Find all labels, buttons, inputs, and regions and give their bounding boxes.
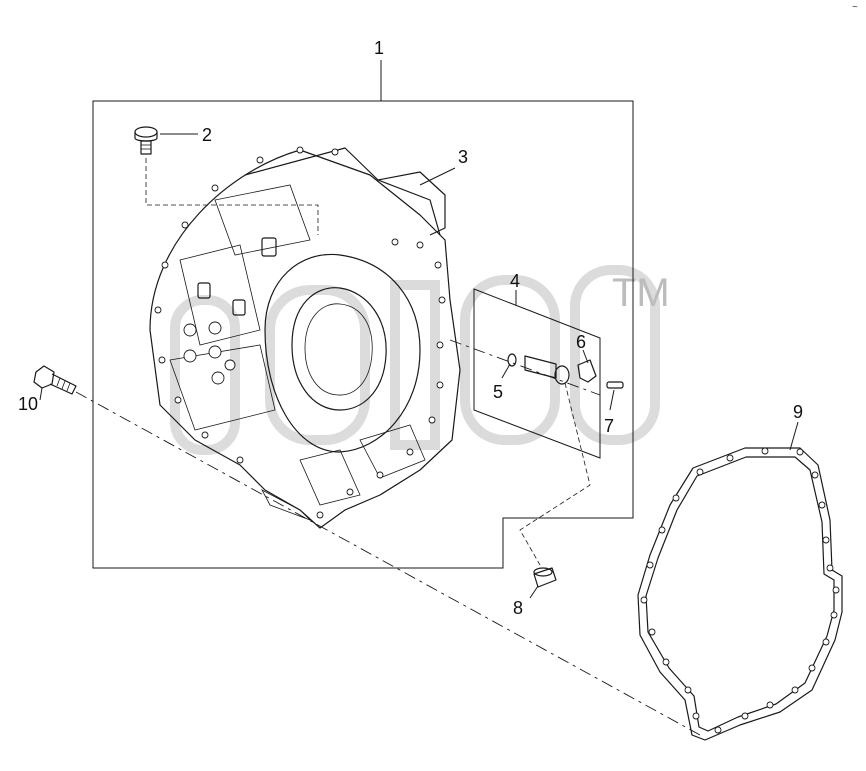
callout-9: 9 <box>793 402 803 422</box>
leader-10 <box>39 387 43 401</box>
guide-8 <box>519 382 591 566</box>
leader-6 <box>582 349 589 364</box>
sensor-centerline <box>449 339 601 396</box>
cap-part <box>533 567 557 588</box>
leader-9 <box>789 421 799 451</box>
callout-8: 8 <box>513 598 523 618</box>
plug-part <box>134 126 158 155</box>
bolt-centerline <box>75 391 701 736</box>
bolt-part <box>33 365 77 395</box>
callout-3: 3 <box>458 147 468 167</box>
callout-6: 6 <box>576 332 586 352</box>
sensor-assembly <box>507 353 624 389</box>
leader-3 <box>419 167 456 186</box>
callout-10: 10 <box>18 394 38 414</box>
callout-2: 2 <box>202 125 212 145</box>
assembly-frame <box>92 100 634 569</box>
gasket-part <box>637 447 843 741</box>
corner-mark: ~ <box>852 2 858 13</box>
flywheel-housing <box>149 146 461 529</box>
callout-4: 4 <box>510 271 520 291</box>
watermark-logo <box>170 265 660 455</box>
leader-8 <box>529 585 539 599</box>
guide-2 <box>145 158 319 235</box>
leader-7 <box>609 389 615 411</box>
leader-5 <box>501 363 511 379</box>
kit-frame <box>473 288 601 459</box>
watermark-trademark: TM <box>612 271 670 315</box>
callout-1: 1 <box>374 38 384 58</box>
callout-5: 5 <box>493 382 503 402</box>
callout-7: 7 <box>604 416 614 436</box>
